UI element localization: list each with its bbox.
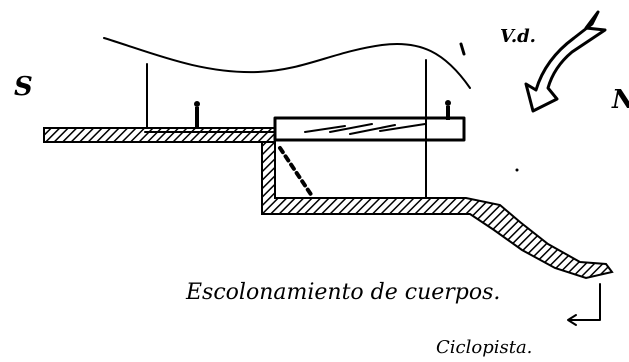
wind-direction-arrow-icon	[524, 10, 607, 113]
north-label: N	[611, 85, 629, 115]
person-figure-icon	[194, 101, 200, 127]
retaining-wall	[261, 141, 614, 280]
caption-label: Escolonamiento de cuerpos.	[185, 280, 500, 305]
ground-upper	[43, 127, 276, 143]
platform-slab	[273, 116, 466, 142]
canopy-curve	[103, 37, 471, 89]
canopy-tick	[459, 42, 466, 56]
person-figure-icon	[445, 100, 451, 120]
dashed-diagonal	[278, 146, 314, 198]
slab-hatch	[304, 123, 426, 135]
leader-arrow-icon	[567, 283, 601, 326]
south-label: S	[14, 72, 33, 102]
wind-label: V.d.	[500, 26, 536, 47]
cyclist-label: Ciclopista.	[436, 337, 532, 358]
mark-dot	[515, 168, 519, 172]
